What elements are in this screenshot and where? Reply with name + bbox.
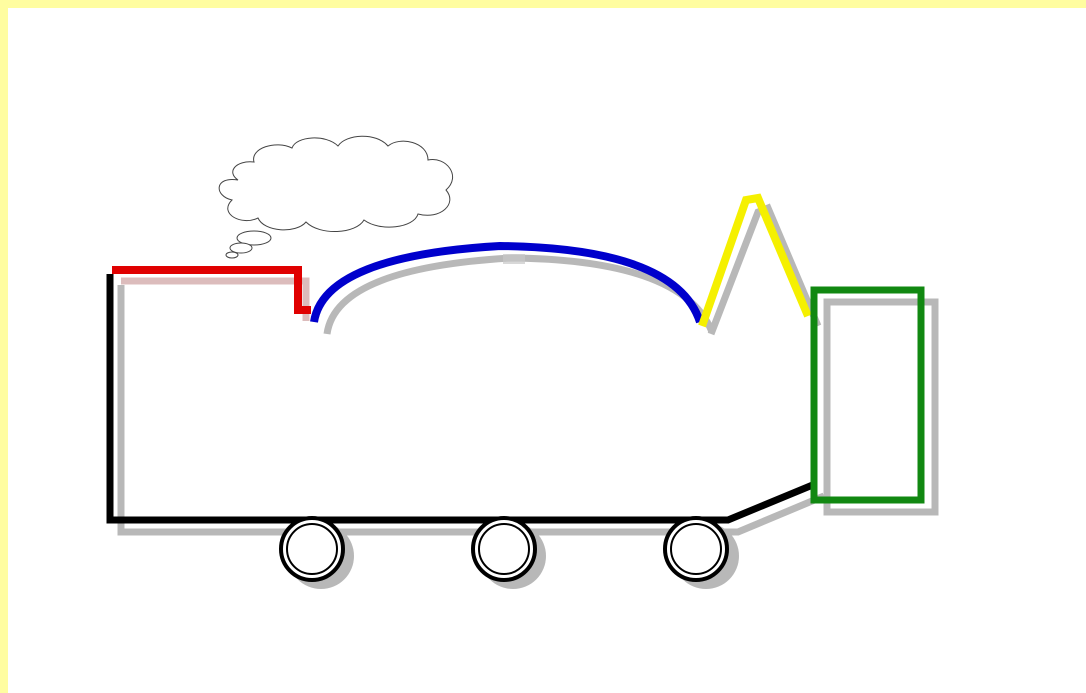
wheel-1 [281,518,343,580]
cloud-bubble-small [226,252,238,258]
cloud-bubble-medium [230,243,252,253]
wheel-2 [473,518,535,580]
thought-cloud [219,136,452,258]
cloud-puff [219,136,452,231]
cab-roof [112,270,311,310]
chimney-shadow [711,208,818,334]
arc-marker [503,254,525,264]
wheel-3 [665,518,727,580]
roof-shadow [121,281,306,321]
